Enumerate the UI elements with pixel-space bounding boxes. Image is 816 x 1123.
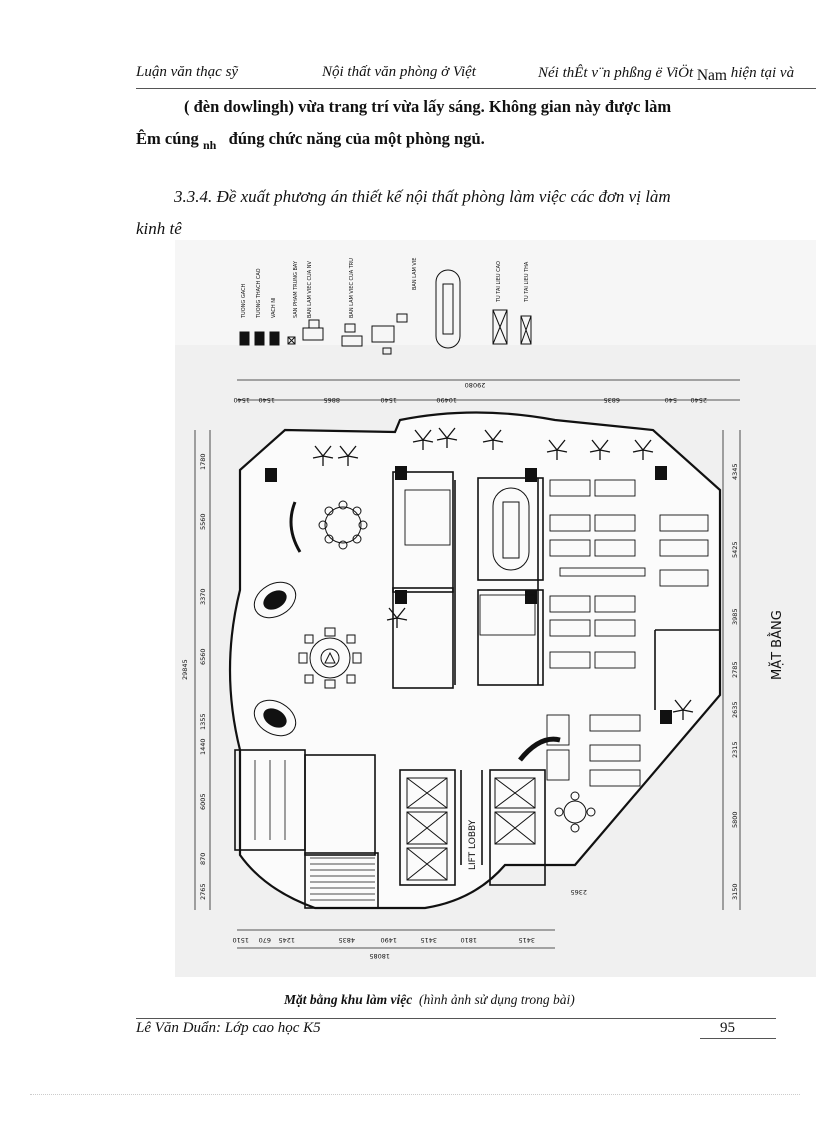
legend-label-6: BAN LAM VIEC CUA TRU: [349, 258, 355, 318]
paragraph-line-1: ( đèn dowlingh) vừa trang trí vừa lấy sá…: [184, 97, 672, 116]
dim-right-6: 2315: [731, 741, 739, 758]
building-outline: [228, 411, 722, 910]
legend-label-3: VACH NI: [271, 298, 277, 319]
header-right: Néi thÊt v¨n phßng ë ViÖt Nam hiện tại v…: [538, 64, 795, 84]
elevator-cores: [406, 777, 536, 881]
dim-left-1: 1780: [199, 453, 207, 470]
floor-plan-drawing: TUONG GACH TUONG THACH CAO VACH NI SAN P…: [175, 240, 816, 977]
dim-top-7: 540: [665, 396, 677, 404]
dim-left-5: 1355: [199, 713, 207, 730]
paragraph-line-2-start: Êm cúng: [136, 129, 199, 148]
paragraph-line-2-sub: nh: [202, 138, 217, 152]
dim-top-2: 1540: [258, 396, 275, 404]
dim-bottom-3: 1245: [278, 936, 295, 944]
dim-right-1: 4345: [731, 463, 739, 480]
dim-right-5: 2635: [731, 701, 739, 718]
legend-label-8: TU TAI LIEU CAO: [496, 261, 502, 303]
dim-top-3: 8865: [323, 396, 340, 404]
workstation-desks: [404, 479, 709, 787]
dim-top-8: 2540: [690, 396, 707, 404]
section-heading-line-1: 3.3.4. Đề xuất phương án thiết kế nội th…: [174, 187, 671, 206]
header-left: Luận văn thạc sỹ: [136, 64, 239, 80]
dim-bottom-total: 18085: [369, 952, 390, 960]
dim-top-4: 1540: [380, 396, 397, 404]
header-middle: Nội thất văn phòng ở Việt: [322, 64, 476, 80]
section-heading-line-2: kinh tê: [136, 219, 182, 238]
dim-right-7: 5800: [731, 811, 739, 828]
dim-bottom-2: 670: [259, 936, 271, 944]
legend-label-5: BAN LAM VIEC CUA NV: [307, 261, 313, 318]
legend-label-2: TUONG THACH CAO: [256, 268, 262, 319]
stairs: [254, 760, 375, 901]
lift-lobby-label: LIFT LOBBY: [468, 819, 478, 870]
dim-left-8: 870: [199, 853, 207, 865]
plant-symbols: [312, 427, 694, 720]
structural-columns: [265, 466, 672, 724]
dim-left-4: 6560: [199, 648, 207, 665]
dim-bottom-8: 3415: [518, 936, 535, 944]
dim-left-9: 2765: [199, 883, 207, 900]
footer-author: Lê Văn Duẩn: Lớp cao học K5: [136, 1020, 321, 1036]
dim-bottom-6: 3415: [420, 936, 437, 944]
paragraph-line-2-end: đúng chức năng của một phòng ngủ.: [228, 129, 485, 148]
header-right-title: Néi thÊt v¨n phßng ë ViÖt: [538, 65, 694, 81]
dim-top-5: 10490: [436, 396, 457, 404]
dim-top-1: 1540: [233, 396, 250, 404]
dim-left-7: 6005: [199, 793, 207, 810]
caption-note: (hình ảnh sử dụng trong bài): [419, 992, 575, 1007]
dim-small: 2365: [570, 888, 587, 896]
dim-left-2: 5560: [199, 513, 207, 530]
dim-right-8: 3150: [731, 883, 739, 900]
dim-right-2: 5425: [731, 541, 739, 558]
legend-label-1: TUONG GACH: [241, 283, 247, 319]
footer-rule: [136, 1018, 776, 1019]
paragraph-line-2: Êm cúng nh đúng chức năng của một phòng …: [136, 129, 485, 152]
page-number: 95: [720, 1020, 735, 1036]
plan-legend: TUONG GACH TUONG THACH CAO VACH NI SAN P…: [239, 258, 532, 355]
dim-right-3: 3985: [731, 608, 739, 625]
dim-bottom-1: 1510: [232, 936, 249, 944]
dim-bottom-5: 1490: [380, 936, 397, 944]
header-right-tail: Nam: [696, 67, 727, 84]
page-number-rule: [700, 1038, 776, 1039]
figure-caption: Mặt bằng khu làm việc (hình ảnh sử dụng …: [284, 992, 575, 1008]
interior-walls: [234, 471, 720, 909]
caption-title: Mặt bằng khu làm việc: [284, 992, 413, 1007]
dim-left-total: 29845: [181, 659, 189, 680]
dim-bottom-7: 1810: [460, 936, 477, 944]
mat-bang-label: MẶT BẰNG: [768, 610, 785, 680]
page-bottom-dotted-line: [30, 1094, 800, 1095]
legend-label-4: SAN PHAM TRUNG BAY: [293, 260, 299, 318]
dim-bottom-4: 4835: [338, 936, 355, 944]
legend-label-7: BAN LAM VIE: [412, 258, 418, 290]
dim-left-6: 1440: [199, 738, 207, 755]
meeting-furniture: [253, 487, 596, 833]
dim-right-4: 2785: [731, 661, 739, 678]
header-right-rest: hiện tại và: [730, 65, 795, 81]
legend-label-9: TU TAI LIEU THA: [524, 261, 530, 303]
dim-top-6: 6835: [603, 396, 620, 404]
dimension-lines: [194, 379, 741, 949]
dim-left-3: 3370: [199, 588, 207, 605]
dim-overall-width: 29080: [465, 381, 486, 389]
header-rule: [136, 88, 816, 89]
